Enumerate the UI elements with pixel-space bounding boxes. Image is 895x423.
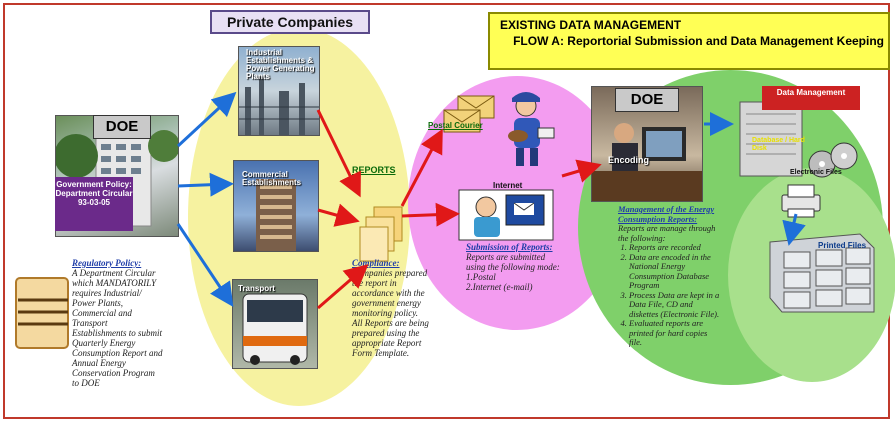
- computer-user-icon: [458, 189, 554, 241]
- arrow-to-cabinet: [782, 213, 806, 246]
- compliance-text: Compliance: Companies prepared the repor…: [352, 258, 430, 358]
- industrial-label: Industrial Establishments & Power Genera…: [246, 48, 315, 81]
- management-steps: Reports are recorded Data are encoded in…: [618, 242, 722, 348]
- database-label: Database / Hard Disk: [752, 137, 805, 152]
- submission-mode2: 2.Internet (e-mail): [466, 282, 533, 292]
- compliance-body1: Companies prepared the report in accorda…: [352, 268, 428, 318]
- electronic-files-label: Electronic Files: [790, 169, 842, 176]
- submission-text: Submission of Reports: Reports are submi…: [466, 242, 566, 292]
- internet-label: Internet: [493, 181, 523, 190]
- envelope-icon: [443, 95, 495, 133]
- flow-title-box: EXISTING DATA MANAGEMENT FLOW A: Reporto…: [488, 12, 890, 70]
- flow-a-title: FLOW A: Reportorial Submission and Data …: [513, 34, 884, 48]
- arrow-doe-to-transport: [176, 223, 234, 307]
- scroll-icon: [15, 277, 69, 349]
- mail-carrier-icon: [508, 92, 555, 166]
- regulatory-policy-body: A Department Circular which MANDATORILY …: [72, 268, 163, 388]
- submission-mode1: 1.Postal: [466, 272, 496, 282]
- regulatory-policy-title: Regulatory Policy:: [72, 258, 142, 268]
- refinery-photo: [239, 77, 319, 135]
- arrow-docs-to-postal: [400, 128, 443, 207]
- tower-photo: [256, 179, 296, 251]
- government-policy-box: Government Policy: Department Circular 9…: [55, 177, 133, 231]
- private-companies-title: Private Companies: [210, 10, 370, 34]
- management-title: Management of the Energy Consumption Rep…: [618, 204, 715, 224]
- commercial-photo: [233, 160, 319, 252]
- policy-line3: 93-03-05: [77, 198, 111, 207]
- server-icon: [739, 101, 803, 177]
- cd-icon: [808, 142, 858, 178]
- arrow-docs-to-internet: [401, 202, 460, 227]
- arrow-transport-to-docs: [317, 264, 369, 310]
- management-intro: Reports are manage through the following…: [618, 223, 716, 243]
- transport-photo: [232, 279, 318, 369]
- management-step: Evaluated reports are printed for hard c…: [629, 318, 722, 348]
- data-management-box: Data Management: [762, 86, 860, 110]
- printed-files-label: Printed Files: [818, 241, 867, 250]
- reports-label: REPORTS: [352, 165, 396, 175]
- management-step: Reports are recorded: [629, 242, 722, 253]
- file-cabinet-icon: [769, 233, 875, 313]
- management-step: Process Data are kept in a Data File, CD…: [629, 290, 722, 320]
- commercial-label: Commercial Establishments: [242, 170, 302, 187]
- submission-title: Submission of Reports:: [466, 242, 553, 252]
- transport-label: Transport: [238, 284, 275, 293]
- arrow-industrial-to-docs: [316, 109, 361, 198]
- arrow-commercial-to-docs: [317, 203, 360, 227]
- printer-icon: [781, 184, 821, 218]
- arrow-doe-to-commercial: [177, 172, 234, 197]
- encoding-label: Encoding: [608, 155, 649, 165]
- compliance-title: Compliance:: [352, 258, 400, 268]
- arrow-doe-to-industrial: [176, 91, 237, 148]
- policy-line1: Government Policy:: [56, 180, 132, 189]
- document-stack-icon: [359, 206, 403, 262]
- management-text: Management of the Energy Consumption Rep…: [618, 204, 722, 348]
- arrow-internet-to-doe: [561, 159, 602, 183]
- management-step: Data are encoded in the National Energy …: [629, 252, 722, 291]
- industrial-photo: [238, 46, 320, 136]
- regulatory-policy-text: Regulatory Policy: A Department Circular…: [72, 258, 164, 388]
- postal-courier-label: Postal Courier: [428, 121, 483, 130]
- bus-photo: [242, 293, 308, 365]
- doe-right-tag: DOE: [615, 88, 679, 112]
- doe-left-tag: DOE: [93, 115, 151, 139]
- compliance-body2: All Reports are being prepared using the…: [352, 318, 429, 358]
- submission-body: Reports are submitted using the followin…: [466, 252, 560, 272]
- policy-line2: Department Circular: [55, 189, 133, 198]
- existing-data-management-title: EXISTING DATA MANAGEMENT: [500, 18, 682, 32]
- page-border: [3, 3, 890, 419]
